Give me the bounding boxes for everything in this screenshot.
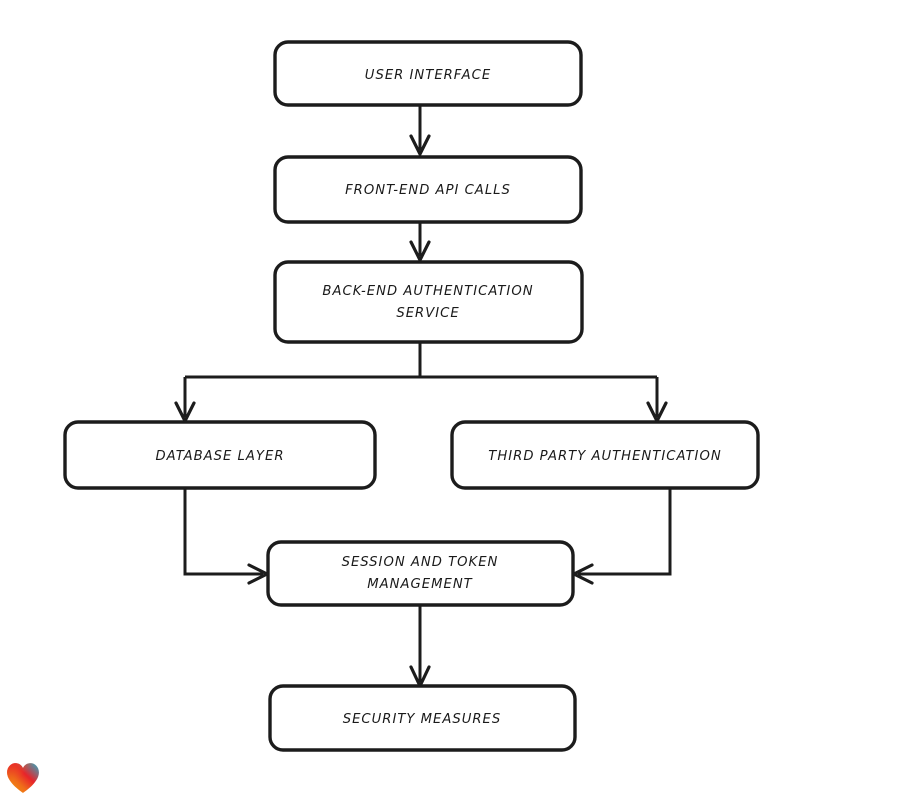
heart-icon-overlay bbox=[7, 763, 39, 793]
node-session-token-mgmt-label-line2: MANAGEMENT bbox=[367, 577, 472, 592]
node-security-measures-label: SECURITY MEASURES bbox=[343, 712, 502, 727]
edge-third-party-auth-to-session-token-mgmt bbox=[570, 488, 672, 585]
node-user-interface[interactable]: USER INTERFACE bbox=[273, 40, 583, 107]
node-frontend-api-calls-shape bbox=[273, 155, 583, 224]
edge-session-token-mgmt-to-security-measures bbox=[409, 605, 431, 690]
node-security-measures-shape bbox=[268, 684, 577, 752]
node-backend-auth-service-shape bbox=[273, 260, 584, 344]
edge-database-layer-to-session-token-mgmt bbox=[183, 488, 271, 585]
node-third-party-auth-label: THIRD PARTY AUTHENTICATION bbox=[488, 449, 721, 464]
node-database-layer-shape bbox=[63, 420, 377, 490]
node-frontend-api-calls[interactable]: FRONT-END API CALLS bbox=[273, 155, 583, 224]
node-session-token-mgmt[interactable]: SESSION AND TOKEN MANAGEMENT bbox=[266, 540, 575, 607]
node-database-layer-label: DATABASE LAYER bbox=[156, 449, 285, 464]
node-database-layer[interactable]: DATABASE LAYER bbox=[63, 420, 377, 490]
node-backend-auth-service[interactable]: BACK-END AUTHENTICATION SERVICE bbox=[273, 260, 584, 344]
node-third-party-auth[interactable]: THIRD PARTY AUTHENTICATION bbox=[450, 420, 760, 490]
node-backend-auth-service-label-line1: BACK-END AUTHENTICATION bbox=[322, 284, 533, 299]
edge-backend-auth-service-split bbox=[174, 342, 668, 425]
heart-icon bbox=[7, 763, 39, 793]
node-third-party-auth-shape bbox=[450, 420, 760, 490]
node-frontend-api-calls-label: FRONT-END API CALLS bbox=[345, 183, 511, 198]
node-session-token-mgmt-shape bbox=[266, 540, 575, 607]
node-session-token-mgmt-label-line1: SESSION AND TOKEN bbox=[342, 555, 499, 570]
node-backend-auth-service-label-line2: SERVICE bbox=[396, 306, 459, 321]
node-security-measures[interactable]: SECURITY MEASURES bbox=[268, 684, 577, 752]
edge-user-interface-to-frontend-api-calls bbox=[409, 105, 431, 158]
node-user-interface-label: USER INTERFACE bbox=[365, 68, 491, 83]
edge-frontend-api-calls-to-backend-auth-service bbox=[409, 222, 431, 264]
node-user-interface-shape bbox=[273, 40, 583, 107]
